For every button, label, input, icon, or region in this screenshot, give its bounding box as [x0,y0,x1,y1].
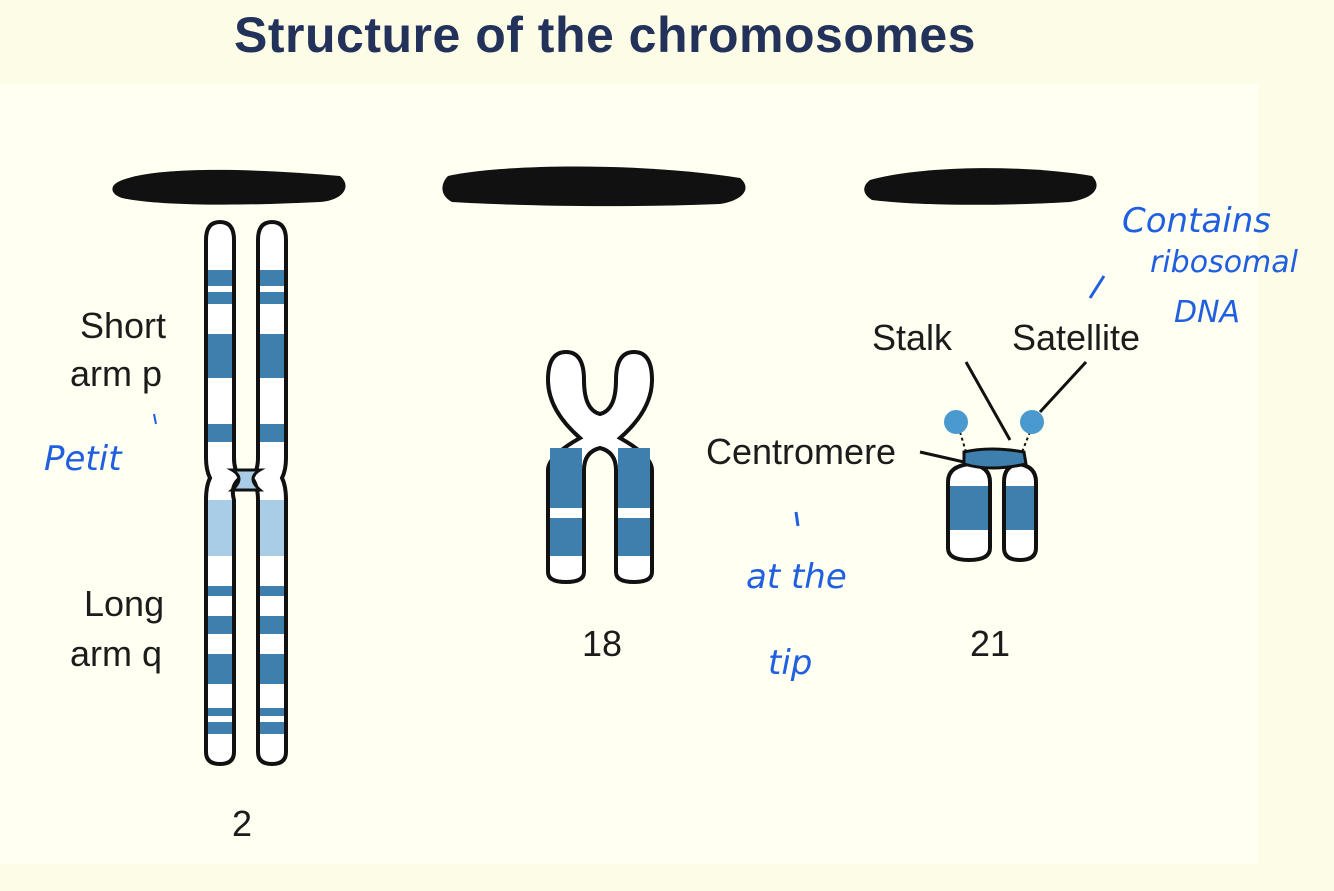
handwritten-tip: tip [768,643,812,683]
short-arm-label-line2: arm p [70,353,162,394]
long-arm-label-line2: arm q [70,633,162,674]
centromere-pointer [919,450,965,464]
redaction-mark-1 [112,169,346,205]
satellite-pointer [1038,360,1088,414]
short-arm-label-line1: Short [80,305,166,346]
chromosome-number-18: 18 [582,623,622,664]
redaction-mark-2 [442,166,746,207]
handwritten-arrow [1088,275,1106,299]
centromere-2 [226,468,266,492]
handwritten-at-the: at the [746,557,847,597]
chromosome-number-21: 21 [970,623,1010,664]
centromere-21 [962,447,1028,470]
chromatid-2-right [249,219,288,767]
handwritten-mark [794,511,800,527]
handwritten-ribosomal: ribosomal [1150,245,1299,280]
centromere-label: Centromere [706,431,896,472]
stalk-pointer [964,361,1012,441]
chromosome-18 [545,349,655,585]
satellite-left [944,410,968,434]
page-title: Structure of the chromosomes [234,7,976,63]
handwritten-dna: DNA [1174,295,1240,330]
chromosome-21 [919,360,1088,563]
satellite-label: Satellite [1012,317,1140,358]
handwritten-tick [153,413,157,425]
chromatid-2-left [204,219,243,767]
handwritten-petit: Petit [44,439,123,479]
redaction-marks [112,166,1097,207]
handwritten-contains: Contains [1122,201,1271,241]
chromosome-number-2: 2 [232,803,252,844]
satellite-right [1020,410,1044,434]
long-arm-label-line1: Long [84,583,164,624]
stalk-label: Stalk [872,317,953,358]
chromosome-2 [204,219,288,767]
redaction-mark-3 [864,168,1097,205]
